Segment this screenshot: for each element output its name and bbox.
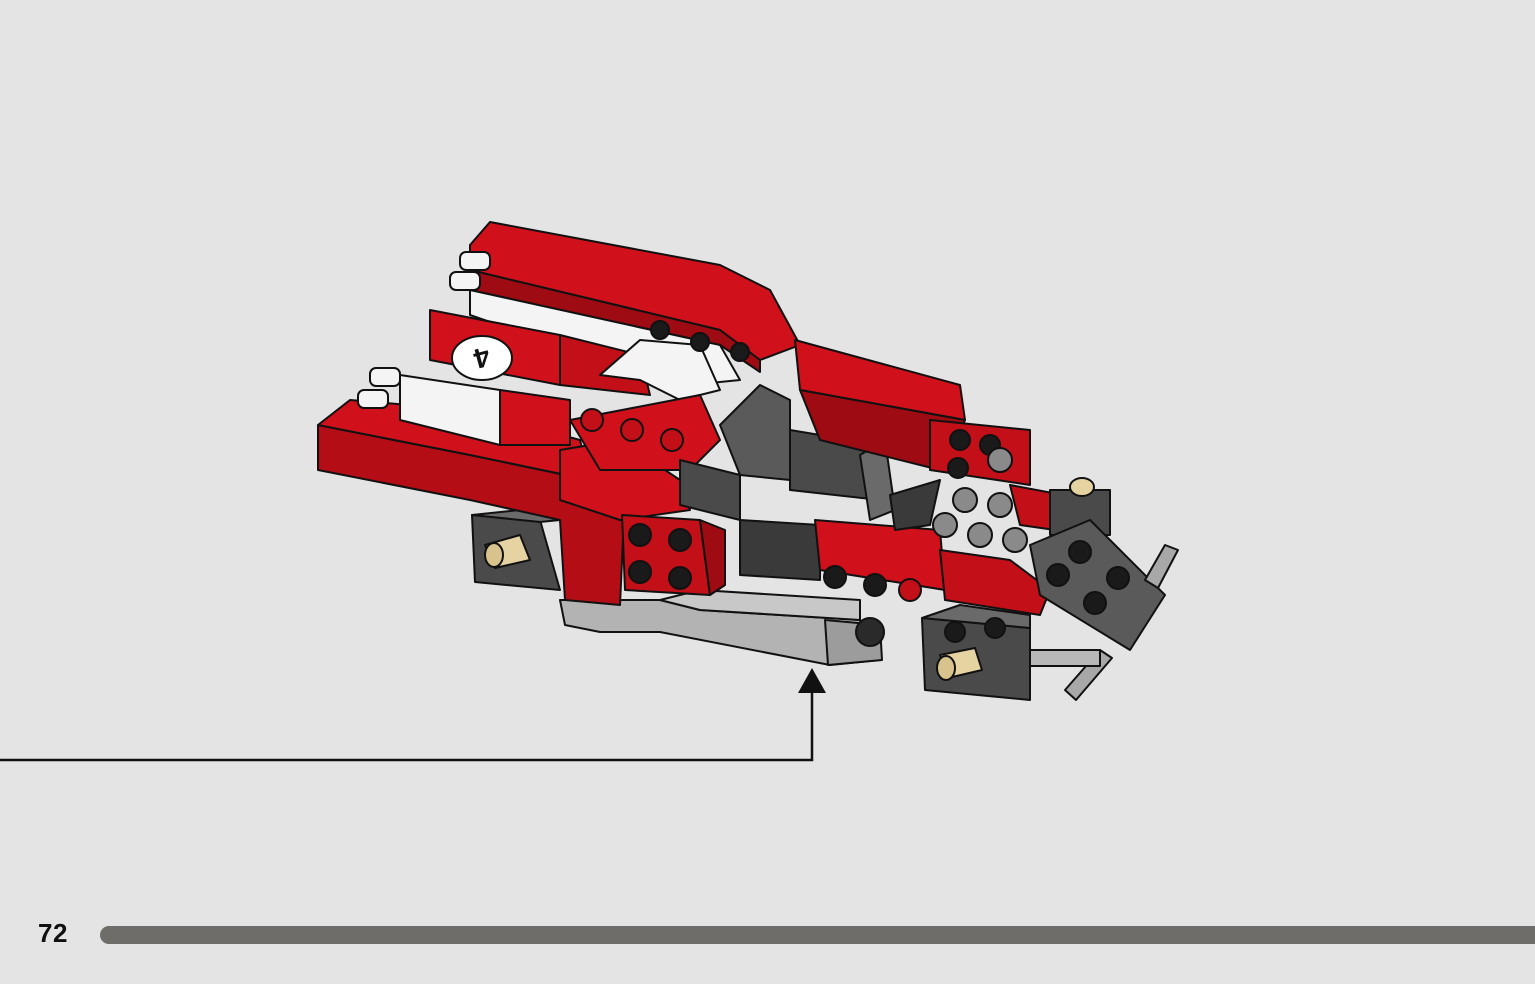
cockpit-seat xyxy=(679,384,896,581)
progress-bar xyxy=(100,926,1535,944)
red-2x2-brick xyxy=(621,514,726,596)
race-number-roundel: 4 xyxy=(451,335,513,381)
clip-icon xyxy=(357,251,491,409)
axle-pin-front-icon xyxy=(936,647,983,681)
page-number: 72 xyxy=(38,918,68,948)
dark-gray-plate xyxy=(1029,519,1166,651)
axle-pin-rear-icon xyxy=(484,534,531,569)
axle-bar xyxy=(1029,544,1179,701)
chassis-base xyxy=(559,589,885,666)
axle-pin-top-icon xyxy=(1069,477,1095,497)
callout-arrow xyxy=(0,668,826,762)
rear-left-bracket xyxy=(471,509,561,591)
gray-studs xyxy=(823,447,1028,602)
steering-panel xyxy=(889,479,941,531)
rear-body: 4 xyxy=(317,221,801,606)
arrow-up-icon xyxy=(798,668,826,693)
